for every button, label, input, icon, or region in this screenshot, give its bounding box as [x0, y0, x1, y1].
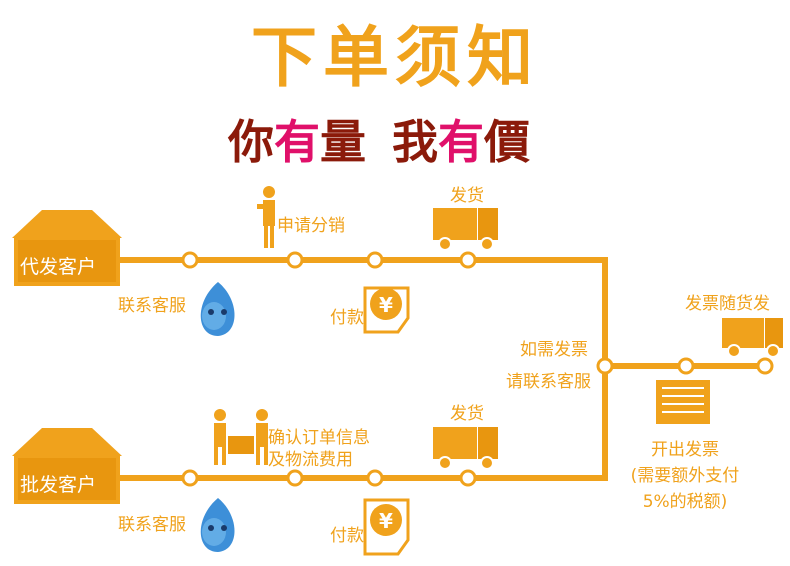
house-icon — [12, 210, 122, 286]
slogan-char: 量 — [320, 115, 366, 169]
chat-icon — [200, 282, 235, 336]
truck-icon — [433, 208, 498, 251]
slogan-char: 價 — [484, 115, 530, 169]
svg-text:¥: ¥ — [379, 509, 393, 533]
apply-distribution-label: 申请分销 — [277, 216, 345, 236]
truck-icon — [722, 318, 783, 358]
customer-label-wholesale: 批发客户 — [20, 474, 97, 496]
slogan-char: 你 — [228, 115, 274, 169]
confirm-logistics-label: 及物流费用 — [268, 450, 353, 470]
chat-icon — [200, 498, 235, 552]
invoice-note-line1: 如需发票 — [520, 340, 588, 360]
slogan-char: 有 — [274, 115, 320, 169]
payment-label: 付款 — [330, 308, 364, 328]
slogan-char: 有 — [438, 115, 484, 169]
house-icon — [12, 428, 122, 504]
invoice-issue-note: (需要额外支付 — [630, 466, 740, 486]
page-title: 下单须知 — [251, 19, 539, 96]
slogan-right: 我有價 — [392, 112, 530, 172]
contact-service-label: 联系客服 — [118, 296, 186, 316]
payment-icon: ¥ — [363, 286, 410, 334]
people-icon — [214, 409, 268, 465]
invoice-note-line2: 请联系客服 — [506, 372, 591, 392]
person-icon — [257, 186, 275, 248]
slogan-char: 我 — [392, 115, 438, 169]
confirm-order-label: 确认订单信息 — [268, 428, 370, 448]
invoice-issue-tax: 5%的税额) — [642, 492, 728, 512]
svg-text:¥: ¥ — [379, 293, 393, 317]
invoice-ship-label: 发票随货发 — [685, 294, 770, 314]
invoice-issue-title: 开出发票 — [651, 440, 719, 460]
contact-service-label: 联系客服 — [118, 515, 186, 535]
ship-label: 发货 — [450, 404, 484, 424]
invoice-icon — [656, 380, 710, 424]
customer-label-dropship: 代发客户 — [20, 256, 97, 278]
truck-icon — [433, 427, 498, 470]
flow-nodes — [181, 251, 774, 487]
slogan-left: 你有量 — [228, 112, 366, 172]
payment-label: 付款 — [330, 526, 364, 546]
ship-label: 发货 — [450, 186, 484, 206]
payment-icon: ¥ — [363, 498, 410, 556]
